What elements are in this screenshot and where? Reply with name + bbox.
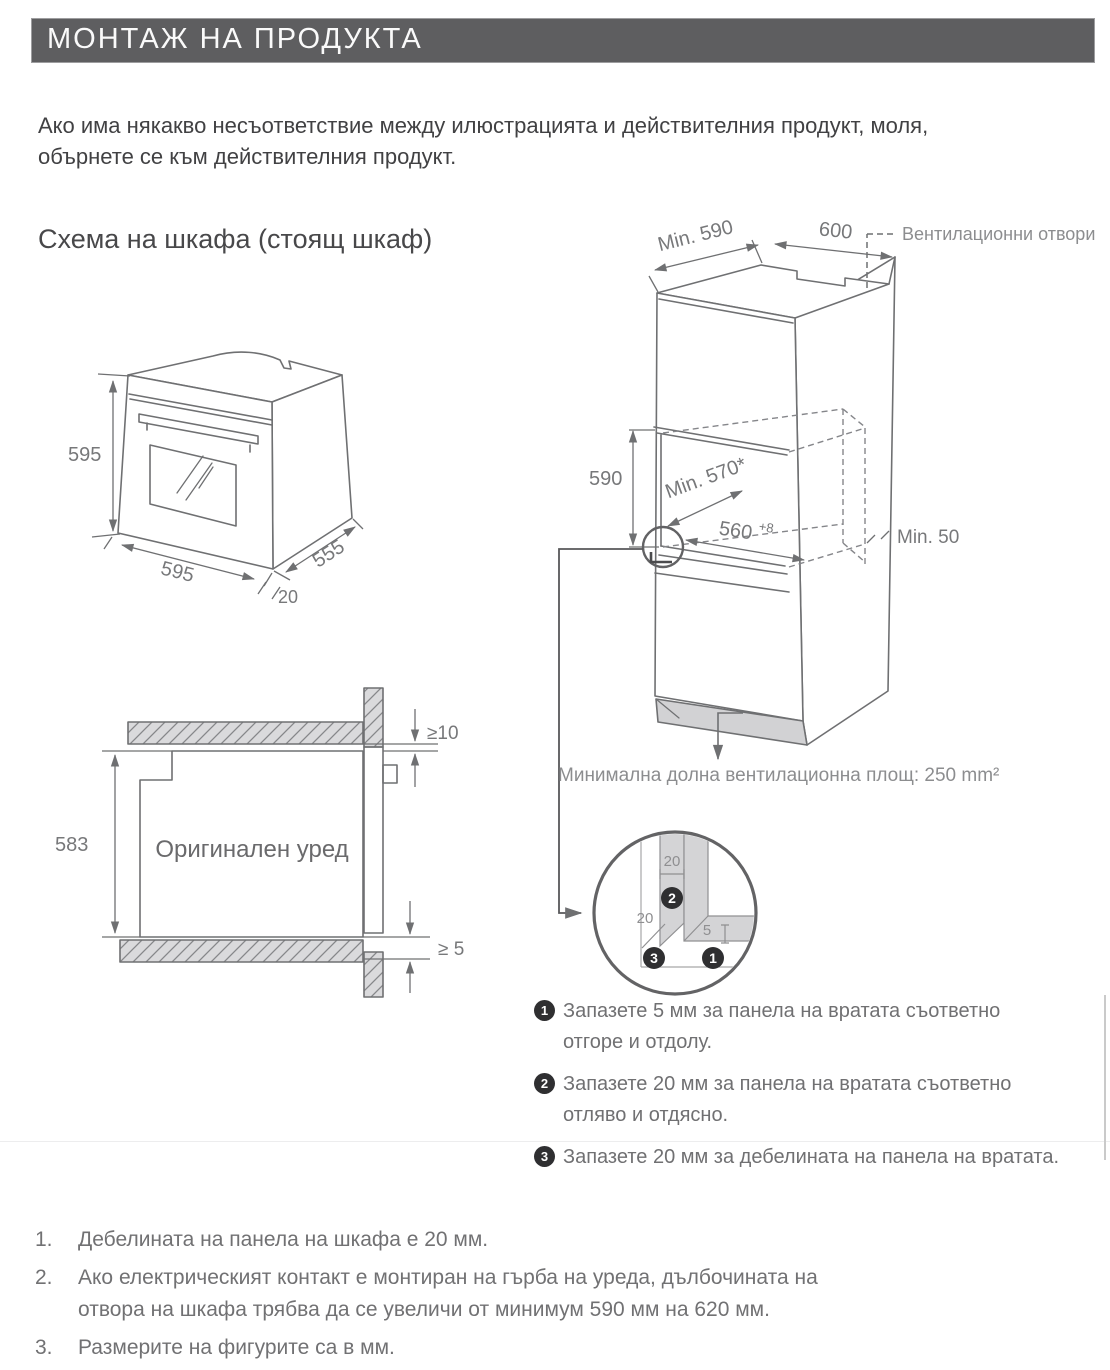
- footnote-2-line-1: Ако електрическият контакт е монтиран на…: [78, 1266, 818, 1289]
- note-3-badge: 3: [534, 1146, 555, 1167]
- detail-badge-3: [643, 947, 665, 969]
- footnote-1-text: Дебелината на панела на шкафа е 20 мм.: [78, 1228, 489, 1251]
- detail-badge-2: [661, 887, 683, 909]
- niche-width-label: 560: [717, 518, 753, 545]
- footnote-2-line-2: отвора на шкафа трябва да се увеличи от …: [78, 1298, 770, 1321]
- installation-notes: 1 Запазете 5 мм за панела на вратата съо…: [534, 996, 1109, 1184]
- detail-5-label: 5: [703, 922, 711, 939]
- intro-line-1: Ако има някакво несъответствие между илю…: [38, 113, 929, 138]
- intro-paragraph: Ако има някакво несъответствие между илю…: [38, 110, 1068, 172]
- niche-height-label: 590: [589, 468, 622, 490]
- page-title: МОНТАЖ НА ПРОДУКТА: [47, 23, 423, 55]
- note-3-line-1: Запазете 20 мм за дебелината на панела н…: [563, 1146, 1060, 1168]
- note-2-line-2: отляво и отдясно.: [563, 1104, 729, 1126]
- bottom-clearance-label: ≥ 5: [438, 939, 464, 960]
- section-divider: [0, 1141, 1110, 1142]
- footnotes: 1. Дебелината на панела на шкафа е 20 мм…: [35, 1224, 965, 1370]
- door-panel-detail: 20 20 5 2 3 1: [592, 830, 758, 996]
- appliance-label: Оригинален уред: [155, 836, 348, 863]
- note-1-badge: 1: [534, 1000, 555, 1021]
- note-1: 1 Запазете 5 мм за панела на вратата съо…: [534, 996, 1109, 1058]
- corner-callout-circle: [641, 525, 685, 569]
- oven-outline: [117, 351, 353, 570]
- cabinet-diagram: Вентилационни отвори 600 Min. 590 590 Mi…: [558, 216, 1095, 996]
- oven-dimension-lines: [91, 373, 364, 600]
- vent-caption-arrow: [712, 712, 743, 761]
- cabinet-outline: [653, 256, 896, 746]
- niche-width-group: 560 +8: [717, 518, 775, 545]
- section-height-label: 583: [55, 834, 88, 856]
- footnote-2-number: 2.: [35, 1266, 53, 1289]
- footnote-2: 2. Ако електрическият контакт е монтиран…: [35, 1262, 965, 1326]
- cross-section-diagram: 583 ≥10 ≥ 5 Оригинален уред: [55, 687, 464, 998]
- footnote-1: 1. Дебелината на панела на шкафа е 20 мм…: [35, 1224, 965, 1256]
- top-clearance-label: ≥10: [427, 723, 459, 744]
- cabinet-top-depth-label: Min. 590: [656, 216, 736, 256]
- cabinet-top-width-label: 600: [818, 218, 853, 243]
- intro-line-2: обърнете се към действителния продукт.: [38, 144, 457, 169]
- oven-door-offset-label: 20: [278, 587, 298, 607]
- cabinet-panels: [119, 687, 384, 998]
- note-3: 3 Запазете 20 мм за дебелината на панела…: [534, 1142, 1109, 1173]
- oven-height-label: 595: [68, 444, 101, 466]
- niche-width-tolerance: +8: [758, 519, 775, 536]
- footnote-3-number: 3.: [35, 1336, 53, 1359]
- callout-connector: [558, 548, 643, 919]
- detail-badge-1: [702, 947, 724, 969]
- rear-gap-label: Min. 50: [897, 527, 959, 548]
- cabinet-dimension-lines: [628, 239, 894, 563]
- page-edge-line: [1104, 995, 1106, 1160]
- detail-left-20-label: 20: [637, 910, 654, 927]
- footnote-3-text: Размерите на фигурите са в мм.: [78, 1336, 395, 1359]
- detail-top-20-label: 20: [664, 853, 681, 870]
- note-2-badge: 2: [534, 1073, 555, 1094]
- vent-openings-label: Вентилационни отвори: [902, 224, 1095, 244]
- svg-text:1: 1: [709, 950, 717, 966]
- section-heading: Схема на шкафа (стоящ шкаф): [38, 224, 433, 254]
- oven-dimensions-diagram: 595 595 555 20: [68, 351, 364, 607]
- svg-text:3: 3: [650, 950, 658, 966]
- section-dimension-lines: [102, 709, 438, 993]
- svg-text:2: 2: [668, 890, 676, 906]
- footnote-1-number: 1.: [35, 1228, 53, 1251]
- note-2: 2 Запазете 20 мм за панела на вратата съ…: [534, 1069, 1109, 1131]
- corner-callout-mark: [649, 552, 672, 564]
- note-1-line-1: Запазете 5 мм за панела на вратата съотв…: [563, 1000, 1001, 1022]
- footnote-3: 3. Размерите на фигурите са в мм.: [35, 1332, 965, 1364]
- page-title-bar: МОНТАЖ НА ПРОДУКТА: [31, 18, 1095, 63]
- note-1-line-2: отгоре и отдолу.: [563, 1031, 713, 1053]
- vent-caption: Минимална долна вентилационна площ: 250 …: [558, 765, 999, 786]
- oven-width-label: 595: [159, 557, 197, 586]
- note-2-line-1: Запазете 20 мм за панела на вратата съот…: [563, 1073, 1012, 1095]
